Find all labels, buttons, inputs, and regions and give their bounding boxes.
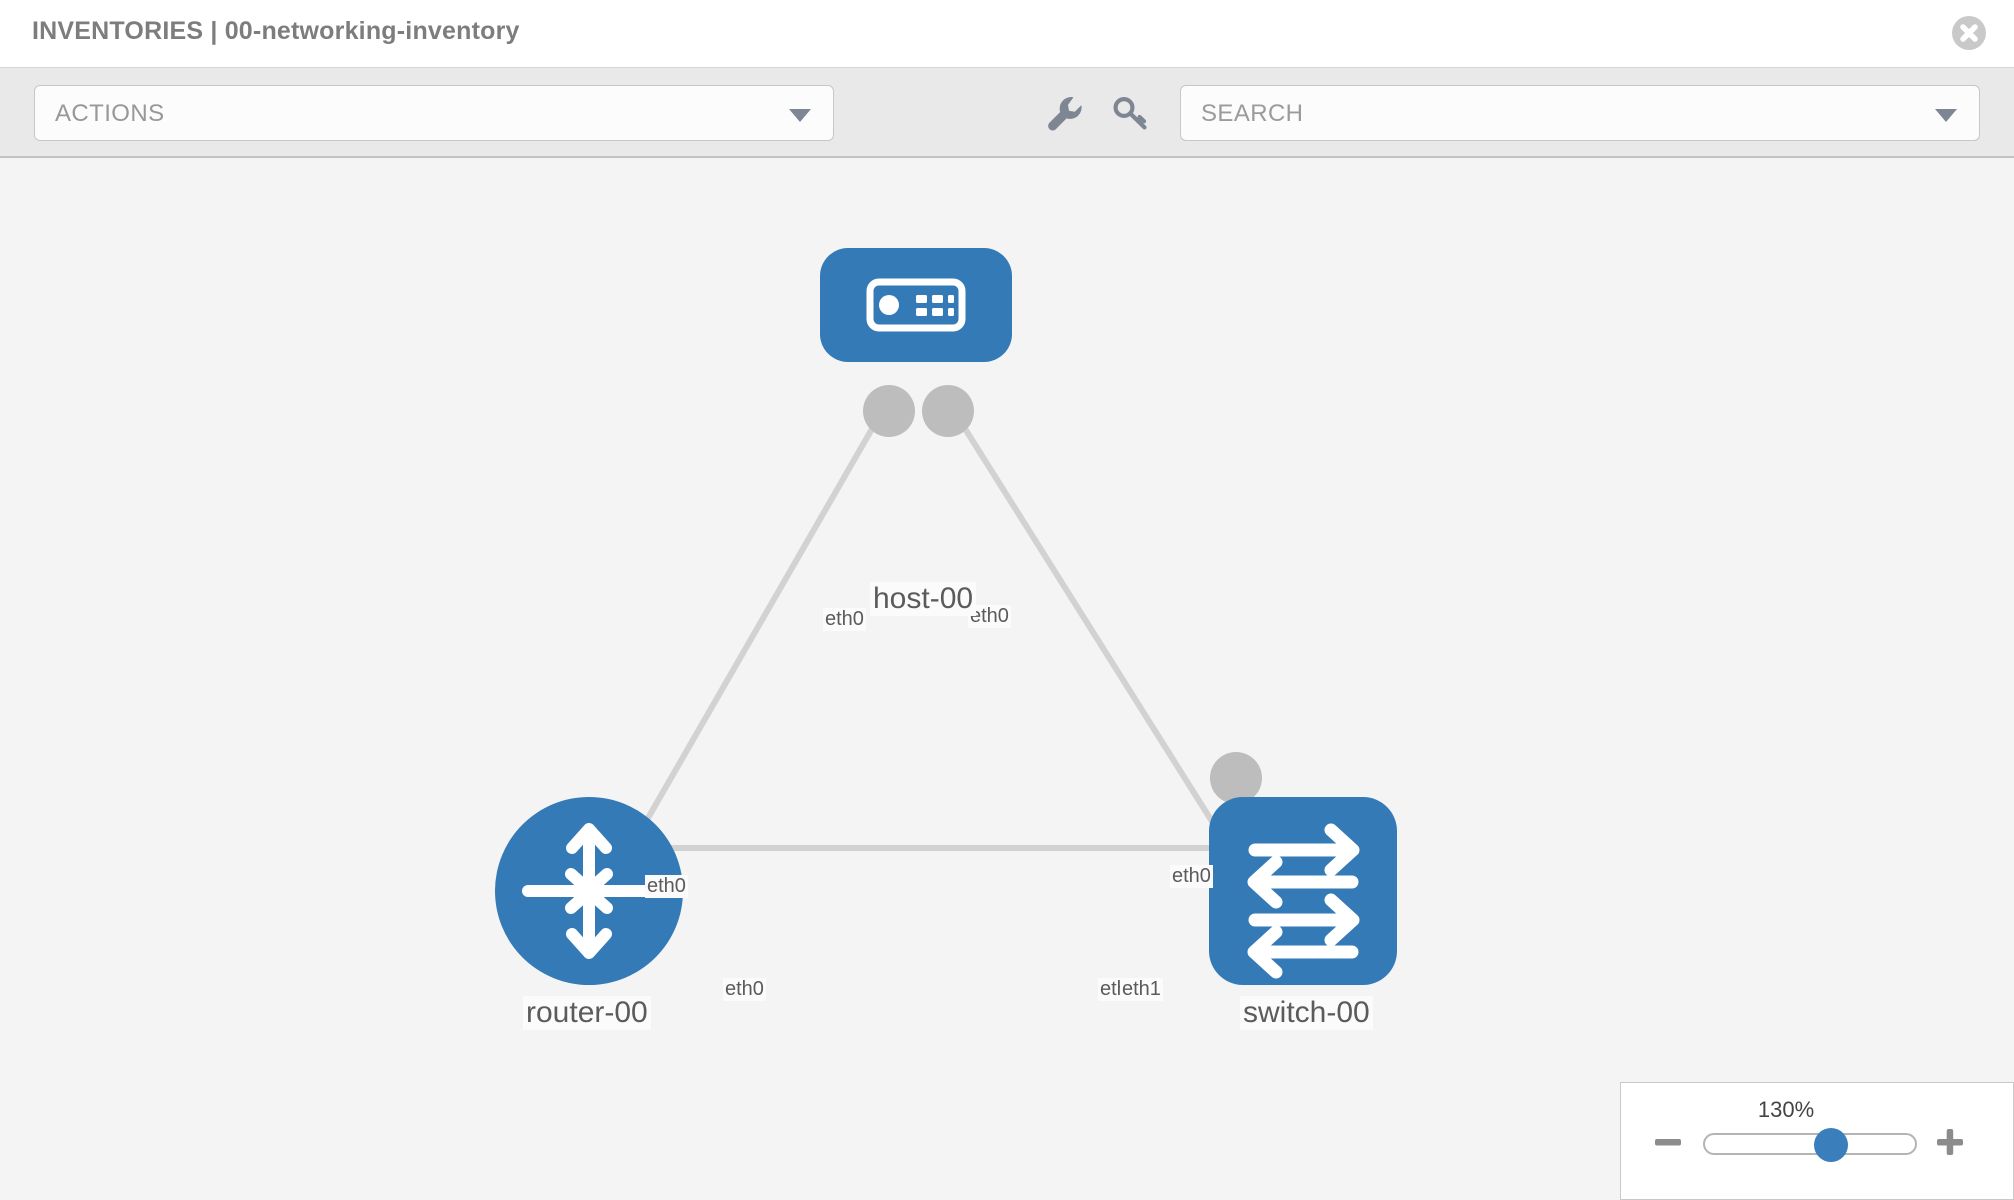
interface-label: eth0 — [1170, 865, 1213, 888]
switch-arrows-icon — [1247, 823, 1360, 979]
chevron-down-icon[interactable] — [1935, 109, 1957, 122]
page-header: INVENTORIES | 00-networking-inventory — [0, 0, 2014, 68]
zoom-out-button[interactable] — [1651, 1125, 1685, 1159]
chevron-down-icon — [789, 109, 811, 122]
zoom-control-panel: 130% — [1620, 1082, 2014, 1200]
node-switch-00[interactable] — [1209, 797, 1397, 985]
node-label-switch-00: switch-00 — [1240, 996, 1373, 1030]
page-title: INVENTORIES | 00-networking-inventory — [32, 17, 520, 45]
link-host-router — [622, 406, 887, 860]
node-host-00[interactable] — [820, 248, 1012, 362]
close-icon[interactable] — [1952, 16, 1986, 50]
zoom-slider[interactable] — [1703, 1128, 1917, 1162]
node-label-router-00: router-00 — [523, 996, 651, 1030]
node-router-00[interactable] — [495, 797, 683, 985]
key-icon[interactable] — [1108, 90, 1154, 136]
router-arrows-icon — [522, 823, 656, 959]
zoom-slider-thumb[interactable] — [1814, 1128, 1848, 1162]
link-host-switch — [949, 406, 1238, 860]
search-input[interactable]: SEARCH — [1180, 85, 1980, 141]
topology-graph — [495, 248, 1397, 985]
actions-dropdown-label: ACTIONS — [55, 100, 165, 127]
actions-dropdown[interactable]: ACTIONS — [34, 85, 834, 141]
interface-label: eth1 — [1120, 978, 1163, 1001]
zoom-level-value: 130% — [1757, 1097, 1815, 1122]
search-placeholder: SEARCH — [1201, 100, 1304, 127]
topology-canvas[interactable]: eth0 eth0 eth0 eth0 eth0 eth0 eth1 host-… — [0, 158, 2014, 1200]
interface-label: eth0 — [645, 875, 688, 898]
wrench-icon[interactable] — [1040, 90, 1086, 136]
zoom-in-button[interactable] — [1933, 1125, 1967, 1159]
node-label-host-00: host-00 — [870, 582, 977, 616]
interface-label: eth0 — [723, 978, 766, 1001]
server-icon — [866, 278, 966, 332]
interface-label: eth0 — [823, 608, 866, 631]
interface-endpoints — [600, 385, 1264, 874]
interface-label: eth0 — [968, 605, 1011, 628]
